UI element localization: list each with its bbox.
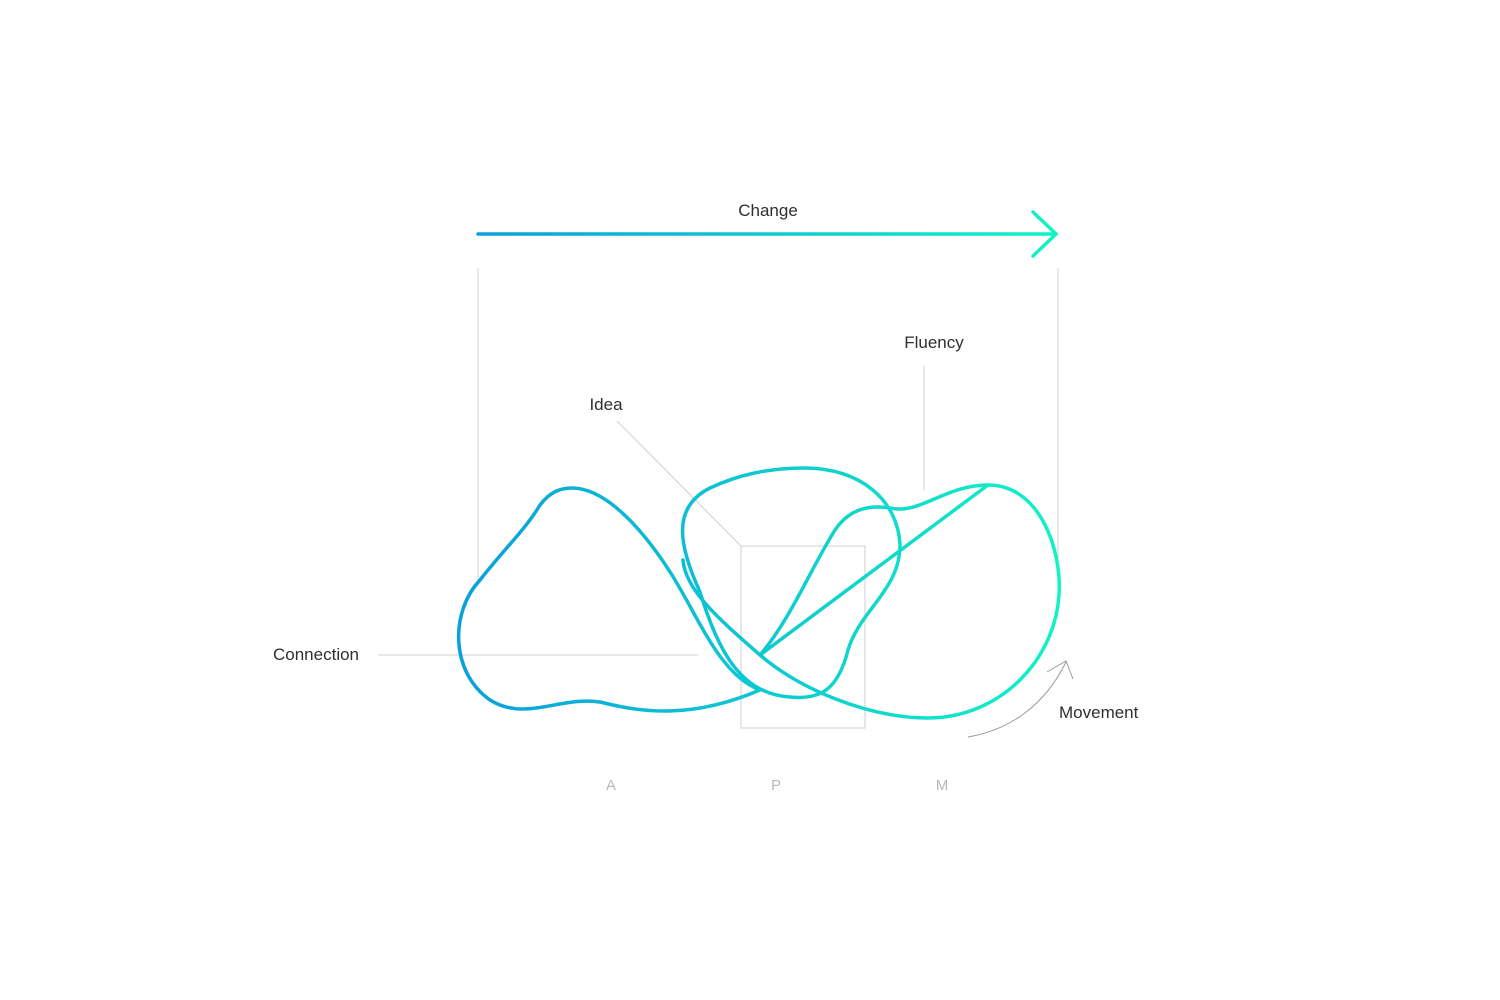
stage-label-a: A <box>606 777 616 794</box>
change-label: Change <box>738 201 798 220</box>
change-arrow <box>476 210 1059 258</box>
idea-label: Idea <box>589 395 623 414</box>
idea-leader-line <box>616 420 742 547</box>
right-loop <box>681 483 1061 720</box>
blob-group <box>456 466 1061 720</box>
movement-arrow <box>967 660 1074 738</box>
stage-label-m: M <box>936 777 949 794</box>
connection-label: Connection <box>273 645 359 664</box>
fluency-label: Fluency <box>904 333 964 352</box>
movement-label: Movement <box>1059 703 1139 722</box>
stage-label-p: P <box>771 777 781 794</box>
left-loop <box>456 486 762 713</box>
idea-box <box>740 545 866 729</box>
middle-loop <box>680 466 902 700</box>
